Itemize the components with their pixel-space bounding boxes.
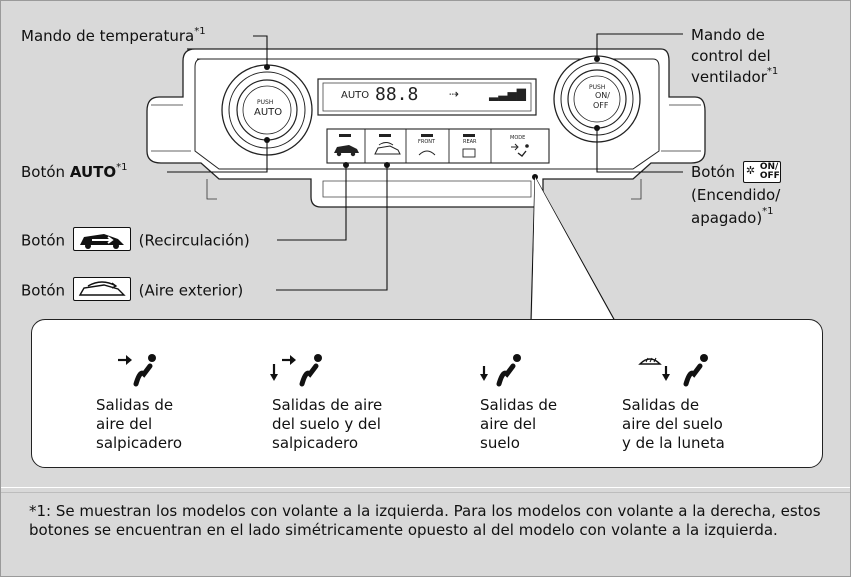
fan-on-off-icon: ✲ ON/ OFF — [742, 160, 781, 183]
fan-knob-line2: control del — [691, 47, 771, 65]
display-auto-text: AUTO — [341, 90, 370, 101]
fan-icon-off-text: OFF — [759, 170, 780, 181]
fan-icon: ✲ — [745, 163, 756, 177]
temperature-knob-footnote-mark: *1 — [194, 26, 206, 37]
fresh-air-button-label: Botón (Aire exterior) — [21, 277, 244, 303]
floor-dashboard-vent-text: Salidas de aire del suelo y del salpicad… — [272, 396, 383, 452]
front-defrost-button-label[interactable]: FRONT — [418, 139, 436, 145]
mode-button-label[interactable]: MODE — [510, 135, 526, 141]
footnote-separator — [1, 487, 850, 488]
recirculation-button-label: Botón (Recirculación) — [21, 227, 250, 253]
footnote: *1: Se muestran los modelos con volante … — [29, 502, 821, 539]
vent-mode-callout: Salidas de aire del salpicadero Salidas … — [31, 319, 823, 468]
fan-knob-footnote-mark: *1 — [766, 66, 779, 77]
fan-knob-push-text: PUSH — [589, 84, 606, 91]
dashboard-vent-icon — [118, 354, 156, 387]
fan-knob-line3: ventilador — [691, 68, 767, 86]
auto-knob-text[interactable]: AUTO — [254, 107, 283, 118]
temperature-knob-text: Mando de temperatura — [21, 27, 195, 45]
fresh-air-icon — [72, 277, 131, 301]
fan-knob-line1: Mando de — [691, 26, 765, 44]
dashboard-vent-text: Salidas de aire del salpicadero — [96, 396, 183, 452]
auto-button-name: AUTO — [69, 163, 117, 181]
fan-control-knob-label: Mando de control del ventilador*1 — [691, 25, 778, 88]
temperature-knob-label: Mando de temperatura*1 — [21, 27, 206, 46]
display-temp-text: 88.8 — [375, 84, 419, 105]
fresh-air-prefix: Botón — [21, 281, 66, 300]
auto-button-label: Botón AUTO*1 — [21, 163, 128, 182]
on-off-line2: (Encendido/ — [691, 186, 781, 204]
floor-windshield-vent-text: Salidas de aire del suelo y de la luneta — [622, 396, 725, 452]
on-off-footnote-mark: *1 — [762, 206, 774, 217]
auto-button-prefix: Botón — [21, 163, 70, 181]
recirculation-icon — [72, 227, 131, 251]
floor-dashboard-vent-icon — [270, 354, 322, 387]
floor-windshield-vent-icon — [638, 354, 708, 387]
on-off-line3: apagado) — [691, 209, 763, 227]
rear-defrost-button-label[interactable]: REAR — [463, 139, 477, 145]
recirculation-prefix: Botón — [21, 231, 66, 250]
on-off-button-label: Botón ✲ ON/ OFF (Encendido/ apagado)*1 — [691, 160, 784, 230]
fan-knob-off-text[interactable]: OFF — [593, 101, 609, 110]
display-mode-icon: ⇢ — [449, 87, 460, 101]
floor-vent-text: Salidas de aire del suelo — [480, 396, 558, 452]
auto-button-footnote-mark: *1 — [116, 162, 128, 173]
climate-control-panel — [146, 33, 706, 322]
footnote-divider — [1, 492, 850, 493]
temp-knob-push-text: PUSH — [257, 99, 274, 106]
fan-knob-on-text[interactable]: ON/ — [595, 91, 610, 100]
floor-vent-icon — [480, 354, 521, 387]
fresh-air-suffix: (Aire exterior) — [138, 281, 244, 300]
recirculation-suffix: (Recirculación) — [138, 231, 250, 250]
on-off-prefix: Botón — [691, 163, 736, 181]
fan-icon-on-text: ON/ — [759, 161, 779, 172]
display-fan-level-icon: ▂▃▅▇ — [489, 87, 526, 101]
